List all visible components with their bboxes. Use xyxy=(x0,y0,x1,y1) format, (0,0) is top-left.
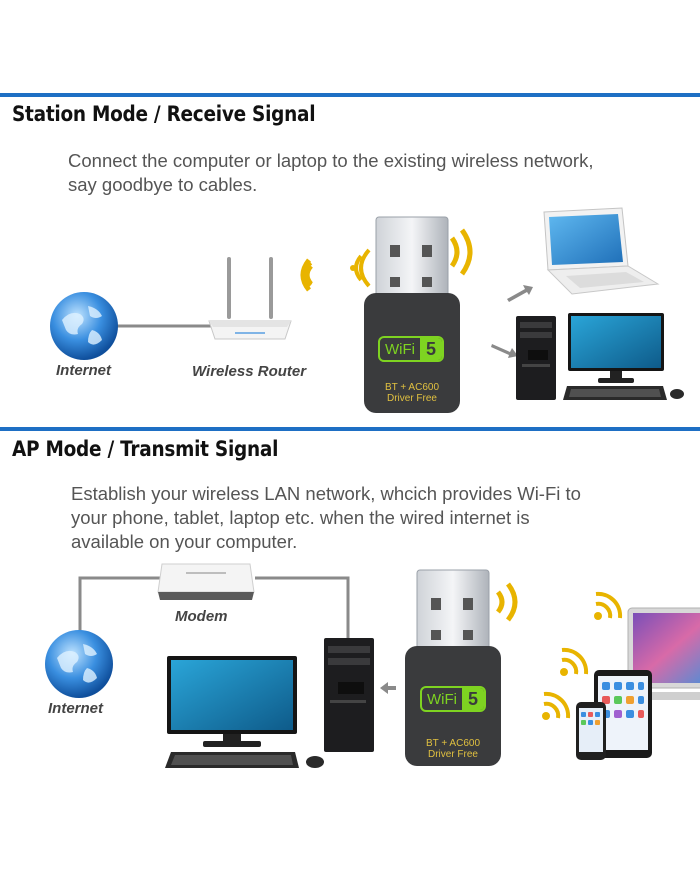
desktop-tower-icon xyxy=(324,638,374,752)
section2-description-line-1: Establish your wireless LAN network, whc… xyxy=(71,483,581,504)
modem-label: Modem xyxy=(175,608,228,625)
signal-waves-icon xyxy=(495,582,518,622)
monitor-icon xyxy=(167,656,297,747)
wifi5-badge: WiFi 5 xyxy=(378,336,444,362)
wifi-badge-number: 5 xyxy=(420,338,442,360)
wifi5-badge: WiFi 5 xyxy=(420,686,486,712)
laptop-icon xyxy=(543,207,660,295)
tablet-icon xyxy=(594,670,652,758)
signal-waves-icon xyxy=(560,647,589,676)
wifi-badge-text: WiFi xyxy=(385,340,415,358)
section2-description-line-3: available on your computer. xyxy=(71,531,298,552)
modem-icon xyxy=(157,563,255,600)
dongle-spec-line-2: Driver Free xyxy=(386,393,437,404)
dongle-spec-line-1: BT + AC600 xyxy=(425,738,481,749)
monitor-icon xyxy=(568,313,664,383)
section1-description-line-2: say goodbye to cables. xyxy=(68,174,258,195)
wifi-badge-text: WiFi xyxy=(427,690,457,708)
dongle-spec-text: BT + AC600 Driver Free xyxy=(372,382,452,404)
usb-wifi-dongle-icon xyxy=(405,569,501,766)
desktop-tower-icon xyxy=(516,316,556,400)
dongle-spec-line-2: Driver Free xyxy=(427,749,478,760)
section2-heading: AP Mode / Transmit Signal xyxy=(12,437,279,461)
section2-description-line-2: your phone, tablet, laptop etc. when the… xyxy=(71,507,530,528)
wireless-router-icon xyxy=(208,257,292,340)
section2-description: Establish your wireless LAN network, whc… xyxy=(71,482,581,554)
keyboard-icon xyxy=(563,386,684,400)
arrow-icon xyxy=(507,285,533,302)
phone-icon xyxy=(576,702,606,760)
section1-description: Connect the computer or laptop to the ex… xyxy=(68,149,593,197)
arrow-icon xyxy=(491,344,518,358)
dongle-spec-line-1: BT + AC600 xyxy=(384,382,440,393)
signal-waves-icon xyxy=(542,691,571,720)
section2-top-rule xyxy=(0,427,700,431)
section1-description-line-1: Connect the computer or laptop to the ex… xyxy=(68,150,594,171)
signal-waves-icon xyxy=(350,248,371,288)
keyboard-icon xyxy=(165,752,324,768)
arrow-icon xyxy=(380,682,396,694)
globe-icon xyxy=(50,292,118,360)
dongle-spec-text: BT + AC600 Driver Free xyxy=(413,738,493,760)
router-label: Wireless Router xyxy=(192,363,307,380)
signal-waves-icon xyxy=(594,591,623,620)
signal-waves-icon xyxy=(449,228,473,276)
globe-icon xyxy=(45,630,113,698)
internet-label: Internet xyxy=(48,700,104,717)
signal-waves-icon xyxy=(300,258,313,292)
section1-heading: Station Mode / Receive Signal xyxy=(12,102,316,126)
internet-label: Internet xyxy=(56,362,112,379)
section1-top-rule xyxy=(0,93,700,97)
usb-wifi-dongle-icon xyxy=(364,216,460,413)
wifi-badge-number: 5 xyxy=(462,688,484,710)
